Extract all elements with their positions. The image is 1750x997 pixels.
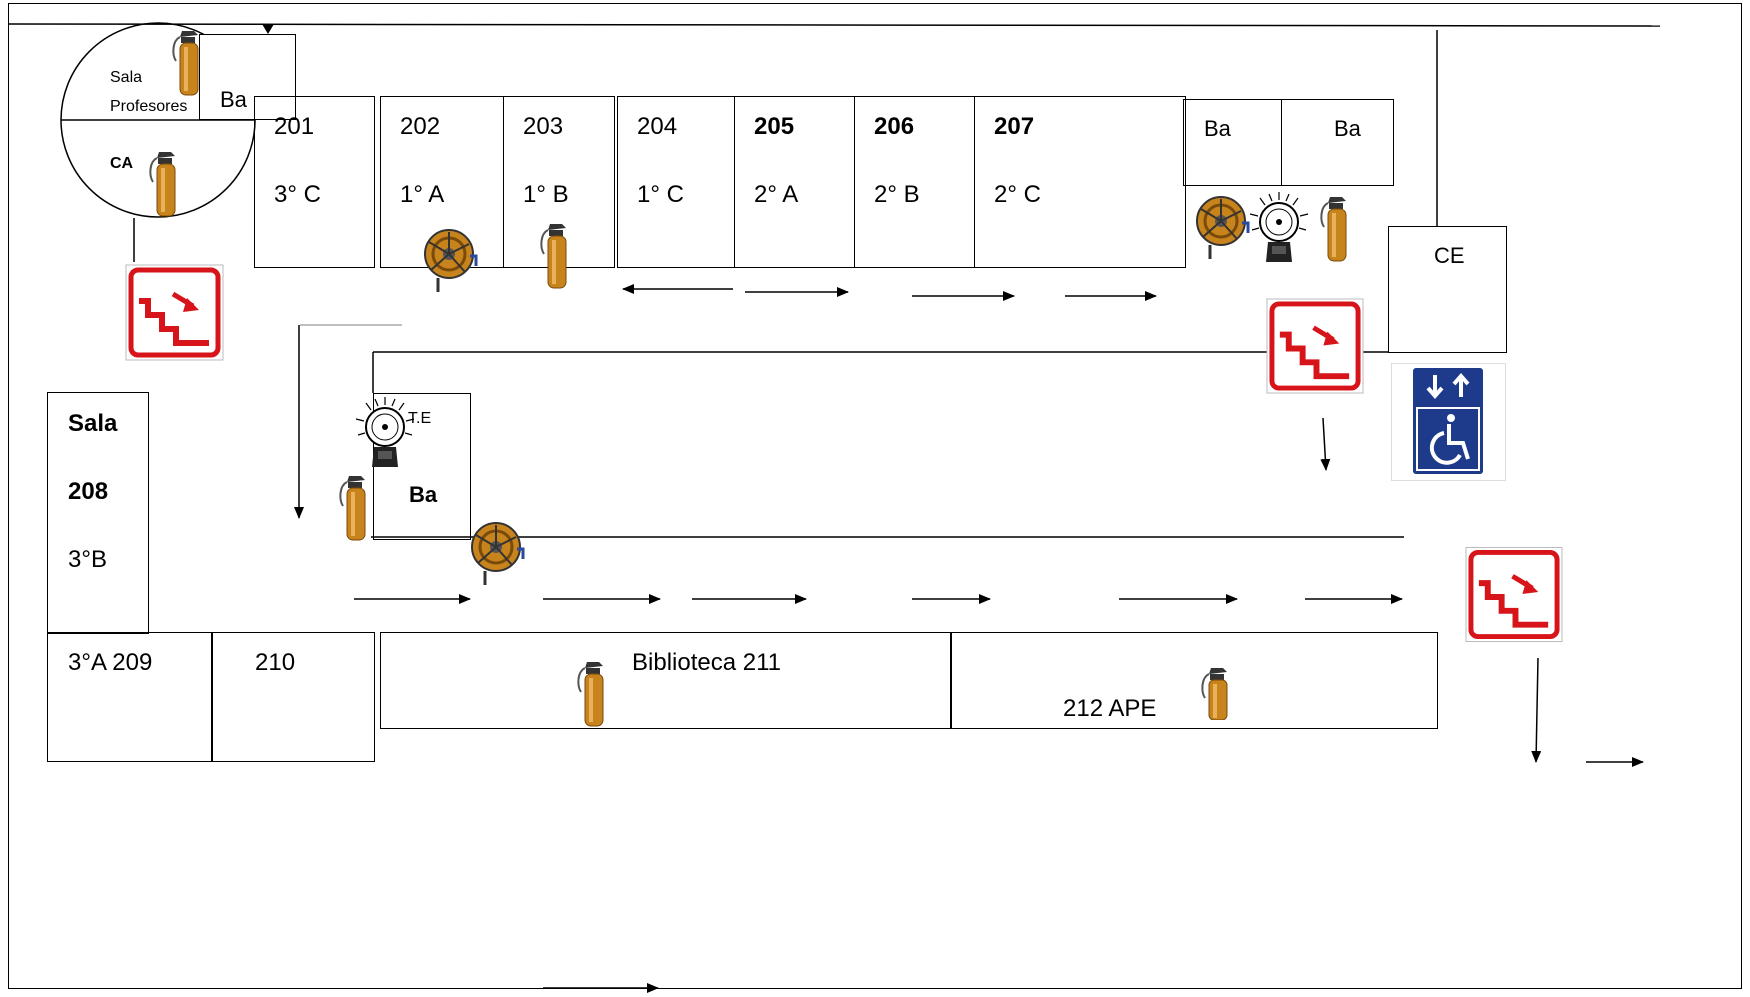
emergency-stairs-icon: [1266, 298, 1364, 394]
fire-extinguisher-icon: [149, 152, 176, 217]
staff-bath-label: Ba: [220, 87, 247, 112]
bath-label: Ba: [1204, 116, 1231, 141]
room-209: [47, 632, 213, 762]
staff-room-label-1: Sala: [110, 69, 143, 86]
room-209-label: 3°A 209: [68, 649, 153, 676]
floor-plan-border: [8, 3, 1742, 989]
room-group: 1° C: [637, 181, 684, 208]
ce-label: CE: [1434, 243, 1465, 268]
fire-extinguisher-icon: [540, 224, 567, 289]
room-number: 207: [994, 113, 1035, 140]
fire-extinguisher-icon: [577, 662, 604, 727]
room-208-label-3: 3°B: [68, 546, 107, 573]
room-number: 202: [400, 113, 441, 140]
room-group: 2° A: [754, 181, 799, 208]
te-bath-label: Ba: [409, 482, 438, 507]
room-group: 1° A: [400, 181, 445, 208]
ca-label: CA: [110, 155, 134, 172]
fire-hose-reel-icon: [424, 229, 478, 292]
room-212-label: 212 APE: [1063, 695, 1157, 722]
bathroom-right-2: [1281, 99, 1394, 186]
room-210-label: 210: [255, 649, 296, 676]
room-207: [974, 96, 1186, 268]
room-number: 204: [637, 113, 678, 140]
room-208-label-1: Sala: [68, 410, 118, 437]
room-group: 1° B: [523, 181, 569, 208]
library-211: [380, 632, 952, 729]
room-208: [47, 392, 149, 634]
library-label: Biblioteca 211: [632, 649, 781, 676]
fire-extinguisher-icon: [1201, 668, 1228, 720]
room-group: 2° C: [994, 181, 1041, 208]
alarm-bell-icon: [355, 397, 415, 467]
room-group: 3° C: [274, 181, 321, 208]
room-ce: [1388, 226, 1507, 353]
room-number: 205: [754, 113, 795, 140]
fire-hose-reel-icon: [1196, 196, 1250, 259]
emergency-stairs-icon: [1465, 546, 1563, 643]
staff-bathroom: [199, 34, 296, 120]
fire-extinguisher-icon: [172, 31, 199, 96]
room-group: 2° B: [874, 181, 920, 208]
bath-label: Ba: [1334, 116, 1361, 141]
te-label: T.E: [408, 410, 432, 427]
emergency-stairs-icon: [125, 264, 224, 361]
room-212: [950, 632, 1438, 729]
staff-room-label-2: Profesores: [110, 98, 188, 115]
accessible-elevator-icon: [1391, 363, 1506, 481]
fire-extinguisher-icon: [1320, 197, 1347, 262]
fire-hose-reel-icon: [471, 522, 525, 585]
room-number: 203: [523, 113, 564, 140]
room-201: [254, 96, 375, 268]
room-208-label-2: 208: [68, 478, 109, 505]
room-210: [211, 632, 375, 762]
alarm-bell-icon: [1249, 192, 1309, 262]
room-number: 201: [274, 113, 315, 140]
evacuation-arrow: [294, 284, 1644, 993]
fire-extinguisher-icon: [339, 476, 366, 541]
room-number: 206: [874, 113, 915, 140]
